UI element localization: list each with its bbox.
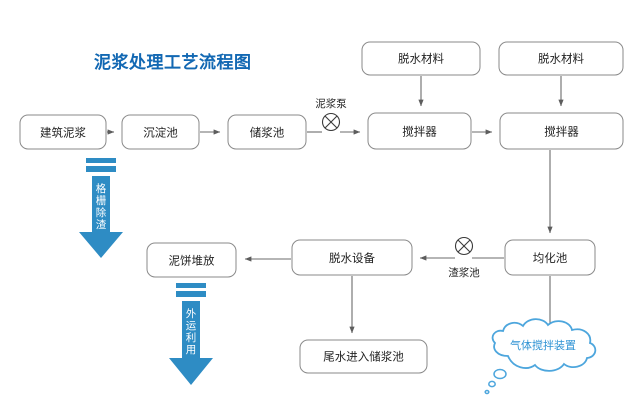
node-box xyxy=(361,41,481,76)
node-dewatering-material-2[interactable]: 脱水材料 xyxy=(498,41,624,76)
block-arrow-shape xyxy=(169,301,213,385)
node-label: 脱水设备 xyxy=(329,251,375,265)
cloud-bubble-tiny xyxy=(484,389,490,395)
node-box xyxy=(498,41,624,76)
thought-cloud-icon: 气体搅拌装置 xyxy=(484,318,597,395)
node-label: 建筑泥浆 xyxy=(40,126,86,140)
block-arrow-external-transport-use: 外运利用 xyxy=(169,283,213,385)
node-box xyxy=(227,114,307,150)
node-box xyxy=(299,339,428,374)
edge-label-slag-slurry-tank: 渣浆池 xyxy=(448,266,480,279)
pump-circle-cross-icon xyxy=(321,112,341,132)
node-box xyxy=(19,114,107,150)
node-box xyxy=(146,242,237,278)
block-arrow-char: 外 xyxy=(186,308,197,320)
node-box xyxy=(121,114,200,150)
node-box xyxy=(291,239,413,276)
block-arrow-char: 利 xyxy=(186,332,197,344)
node-mud-cake-stacking[interactable]: 泥饼堆放 xyxy=(146,242,237,278)
node-box xyxy=(499,112,624,150)
cloud-bubble-large xyxy=(493,368,507,380)
block-arrow-bar-top xyxy=(86,158,116,163)
node-label: 尾水进入储浆池 xyxy=(323,350,404,364)
block-arrow-bar-second xyxy=(86,166,116,172)
block-arrow-shape xyxy=(79,176,123,258)
block-arrow-grate-deslagging: 格栅除渣 xyxy=(79,158,123,258)
block-arrow-char: 栅 xyxy=(96,194,107,207)
node-label: 搅拌器 xyxy=(402,125,437,139)
node-label: 搅拌器 xyxy=(544,125,579,139)
block-arrow-char: 格 xyxy=(96,182,107,195)
block-arrow-char: 渣 xyxy=(96,218,107,231)
block-arrow-char: 除 xyxy=(96,206,107,219)
node-box xyxy=(504,239,596,276)
node-raw-slurry[interactable]: 建筑泥浆 xyxy=(19,114,107,150)
node-label: 均化池 xyxy=(533,251,568,265)
edge-label-slurry-pump: 泥浆泵 xyxy=(315,97,347,110)
node-label: 储浆池 xyxy=(250,126,285,140)
block-arrow-bar-second xyxy=(176,291,206,297)
block-arrow-label: 格栅除渣 xyxy=(96,182,107,231)
node-mixer-2[interactable]: 搅拌器 xyxy=(499,112,624,150)
node-label: 泥饼堆放 xyxy=(169,254,215,268)
node-label: 沉淀池 xyxy=(143,126,178,140)
node-dewatering-equipment[interactable]: 脱水设备 xyxy=(291,239,413,276)
node-homogenizing-tank[interactable]: 均化池 xyxy=(504,239,596,276)
block-arrow-bar-top xyxy=(176,283,206,288)
block-arrow-char: 运 xyxy=(186,320,197,332)
node-label: 脱水材料 xyxy=(398,52,444,66)
block-arrow-char: 用 xyxy=(186,344,197,356)
node-sedimentation-tank[interactable]: 沉淀池 xyxy=(121,114,200,150)
cloud-label: 气体搅拌装置 xyxy=(510,338,576,352)
node-box xyxy=(367,112,472,150)
node-tailwater-to-storage[interactable]: 尾水进入储浆池 xyxy=(299,339,428,374)
node-label: 脱水材料 xyxy=(538,52,584,66)
cloud-shape xyxy=(491,318,597,372)
pump-circle-cross-icon xyxy=(454,236,474,256)
node-slurry-storage-tank[interactable]: 储浆池 xyxy=(227,114,307,150)
block-arrow-label: 外运利用 xyxy=(186,308,197,356)
node-mixer-1[interactable]: 搅拌器 xyxy=(367,112,472,150)
node-dewatering-material-1[interactable]: 脱水材料 xyxy=(361,41,481,76)
page-title: 泥浆处理工艺流程图 xyxy=(94,52,252,73)
cloud-bubble-small xyxy=(488,380,496,388)
